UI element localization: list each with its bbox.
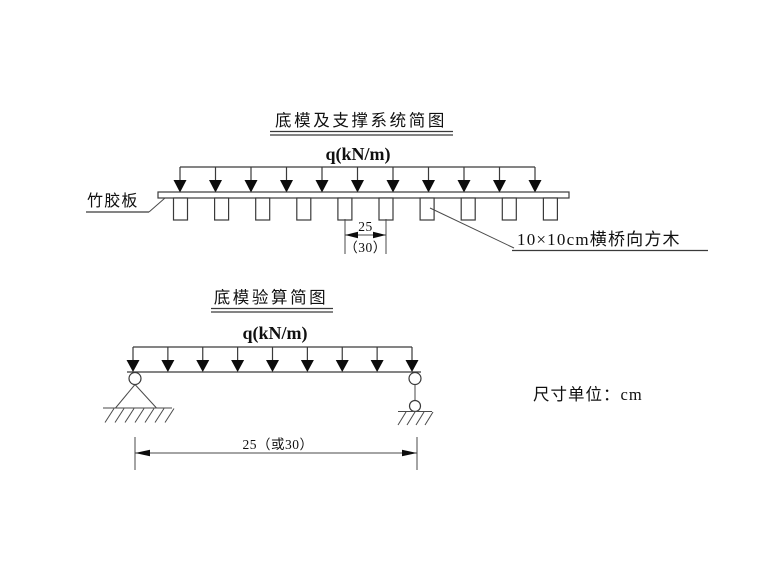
ground-hatch	[104, 408, 175, 423]
timber-block	[542, 197, 559, 221]
timber-block	[501, 197, 517, 221]
plate-leader-line	[148, 197, 166, 213]
dim-value-alt: （30）	[344, 240, 387, 255]
unit-note: 尺寸单位：cm	[533, 385, 643, 404]
hatch-stroke	[144, 408, 155, 423]
load-arrow	[161, 347, 175, 372]
load-arrow	[370, 347, 384, 372]
dim-arrow-left	[135, 449, 150, 457]
load-arrow	[209, 167, 222, 193]
dim-arrow-right	[402, 449, 417, 457]
timber-block	[337, 197, 353, 221]
spacing-dimension: 25 （30）	[344, 219, 387, 255]
hatch-stroke	[134, 408, 145, 423]
hatch-stroke	[104, 408, 115, 423]
load-arrow-group	[173, 167, 542, 193]
hatch-stroke	[415, 411, 425, 426]
load-arrow-group	[126, 347, 419, 372]
span-dim-value: 25（或30）	[243, 437, 314, 452]
timber-block	[255, 197, 271, 221]
load-label: q(kN/m)	[325, 144, 390, 165]
plate-label: 竹胶板	[87, 192, 139, 210]
timber-block	[378, 197, 394, 221]
roller-circle	[408, 399, 422, 413]
dim-value-primary: 25	[358, 219, 373, 234]
span-dimension: 25（或30）	[134, 437, 418, 470]
load-arrow	[405, 347, 419, 372]
hatch-stroke	[406, 411, 416, 426]
load-arrow	[457, 167, 471, 193]
plywood-plate	[157, 191, 570, 199]
timber-label: 10×10cm横桥向方木	[517, 230, 681, 249]
ground-hatch	[397, 411, 434, 426]
roller-support	[397, 371, 434, 426]
hatch-stroke	[114, 408, 125, 423]
timber-block	[296, 197, 312, 221]
load-label: q(kN/m)	[242, 323, 307, 344]
hatch-stroke	[124, 408, 135, 423]
load-arrow	[126, 347, 140, 372]
top-figure: 底模及支撑系统简图 q(kN/m) 竹胶板 25 （30） 10×10cm横桥向…	[86, 111, 708, 255]
load-arrow	[335, 347, 349, 372]
top-figure-title: 底模及支撑系统简图	[275, 111, 447, 130]
timber-leader-line	[429, 207, 515, 249]
load-arrow	[315, 167, 329, 193]
support-leg	[134, 384, 157, 409]
timber-block	[214, 197, 230, 221]
load-arrow	[300, 347, 314, 372]
load-arrow	[493, 167, 506, 193]
timber-block	[460, 197, 476, 221]
timber-block-group	[172, 197, 559, 221]
timber-block	[419, 197, 435, 221]
load-arrow	[422, 167, 435, 193]
dim-arrow-left	[345, 231, 358, 239]
bottom-figure-title: 底模验算简图	[214, 288, 329, 307]
load-arrow	[280, 167, 293, 193]
load-arrow	[173, 167, 187, 193]
load-arrow	[351, 167, 364, 193]
load-arrow	[196, 347, 210, 372]
timber-block	[172, 197, 189, 221]
hinge-circle	[408, 371, 422, 386]
load-arrow	[266, 347, 279, 372]
hatch-stroke	[397, 411, 407, 426]
hatch-stroke	[154, 408, 165, 423]
dim-arrow-right	[373, 231, 386, 239]
hatch-stroke	[424, 411, 434, 426]
support-leg	[115, 384, 136, 409]
load-arrow	[244, 167, 258, 193]
load-arrow	[386, 167, 400, 193]
hinge-circle	[128, 371, 142, 386]
load-arrow	[528, 167, 542, 193]
load-arrow	[231, 347, 245, 372]
bottom-figure: 底模验算简图 q(kN/m)	[103, 288, 434, 470]
pin-support	[103, 371, 175, 423]
hatch-stroke	[164, 408, 175, 423]
